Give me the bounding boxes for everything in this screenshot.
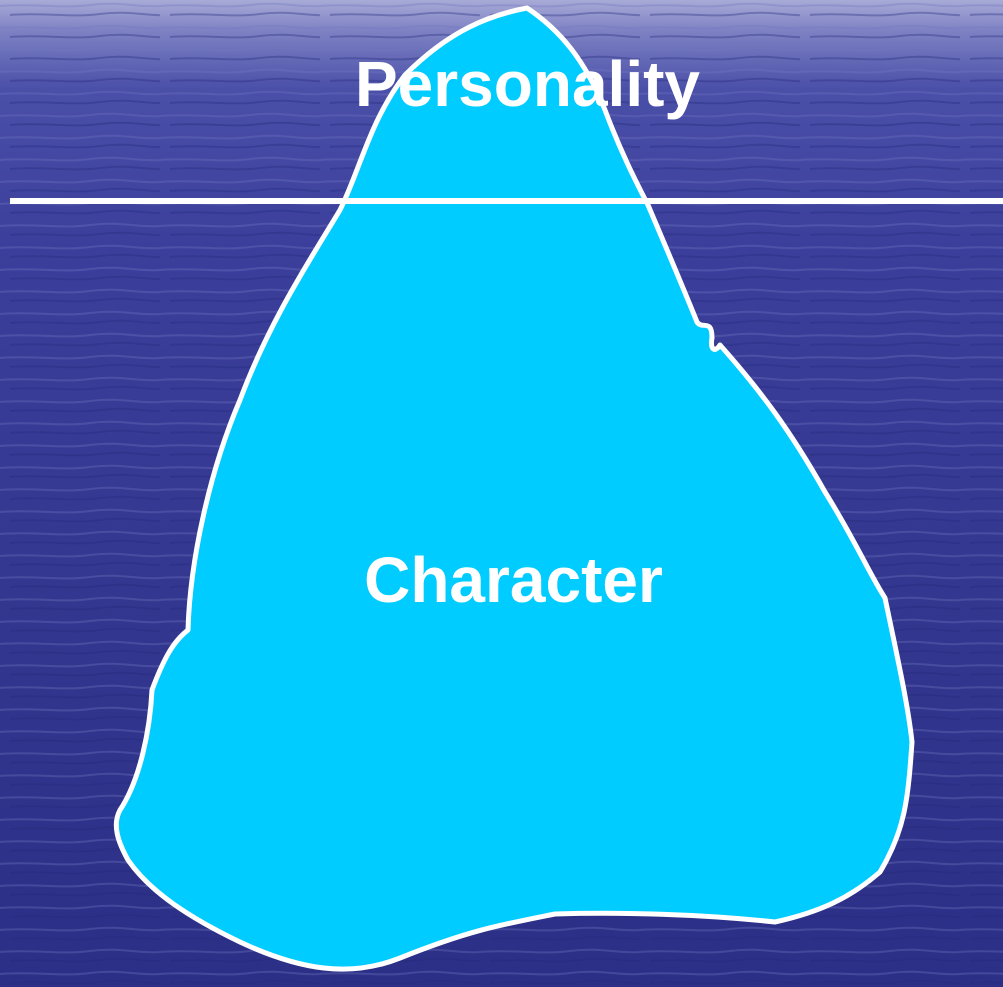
iceberg-diagram: Personality Character <box>0 0 1003 987</box>
iceberg-scene <box>0 0 1003 987</box>
